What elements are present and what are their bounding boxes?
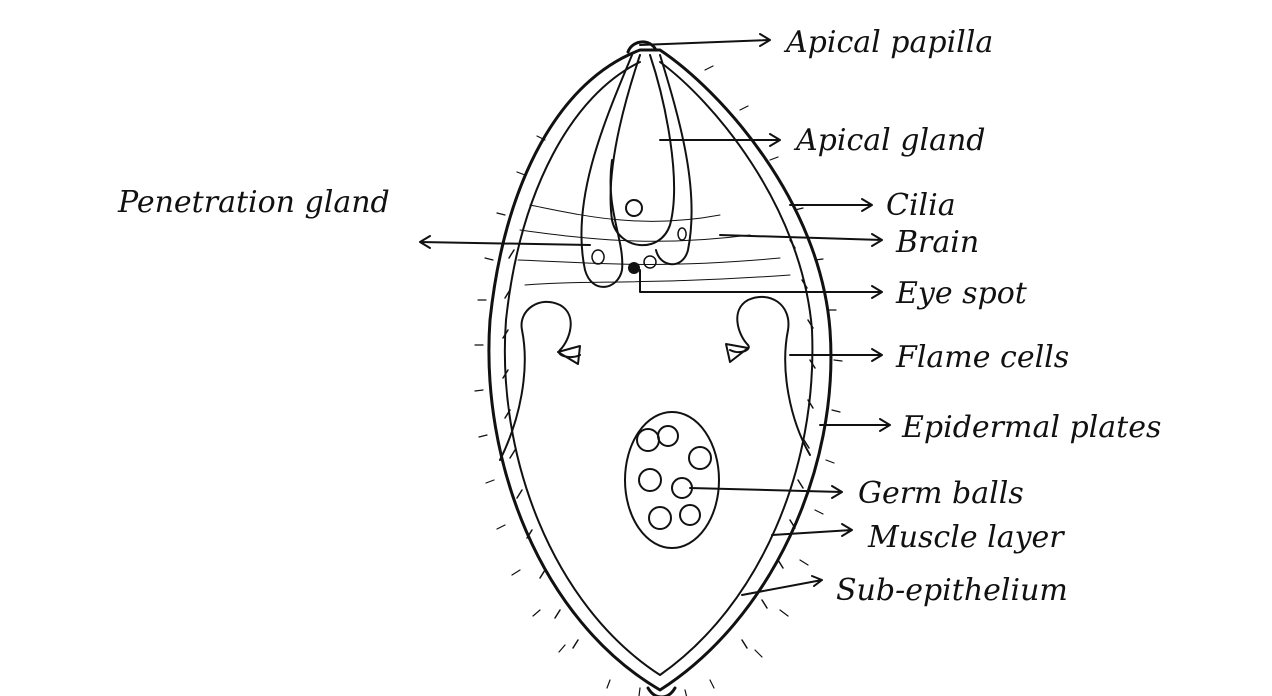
label-brain: Brain <box>895 225 979 260</box>
label-apical-gland: Apical gland <box>793 123 986 158</box>
label-epidermal-plates: Epidermal plates <box>901 410 1161 445</box>
arrow-apical-gland <box>660 134 780 146</box>
label-cilia: Cilia <box>886 188 956 223</box>
label-germ-balls: Germ balls <box>858 476 1024 511</box>
label-penetration-gland: Penetration gland <box>117 185 390 220</box>
arrow-brain <box>720 234 882 246</box>
arrow-sub-epithelium <box>742 576 822 595</box>
arrow-epidermal-plates <box>820 419 890 431</box>
label-sub-epithelium: Sub-epithelium <box>836 573 1068 608</box>
flame-cells <box>500 297 810 460</box>
arrow-flame-cells <box>790 349 882 361</box>
arrow-cilia <box>790 199 872 211</box>
label-apical-papilla: Apical papilla <box>783 25 993 60</box>
eye-spot <box>628 256 656 274</box>
arrow-eye-spot <box>640 270 882 298</box>
apical-gland-nucleus <box>626 200 642 216</box>
arrow-germ-balls <box>690 486 842 498</box>
label-eye-spot: Eye spot <box>895 276 1028 311</box>
arrow-apical-papilla <box>640 34 770 46</box>
label-flame-cells: Flame cells <box>895 340 1069 375</box>
germ-balls <box>625 412 719 548</box>
arrow-muscle-layer <box>772 524 852 536</box>
body-outline <box>489 50 831 690</box>
label-muscle-layer: Muscle layer <box>867 520 1065 555</box>
penetration-glands <box>581 55 691 287</box>
